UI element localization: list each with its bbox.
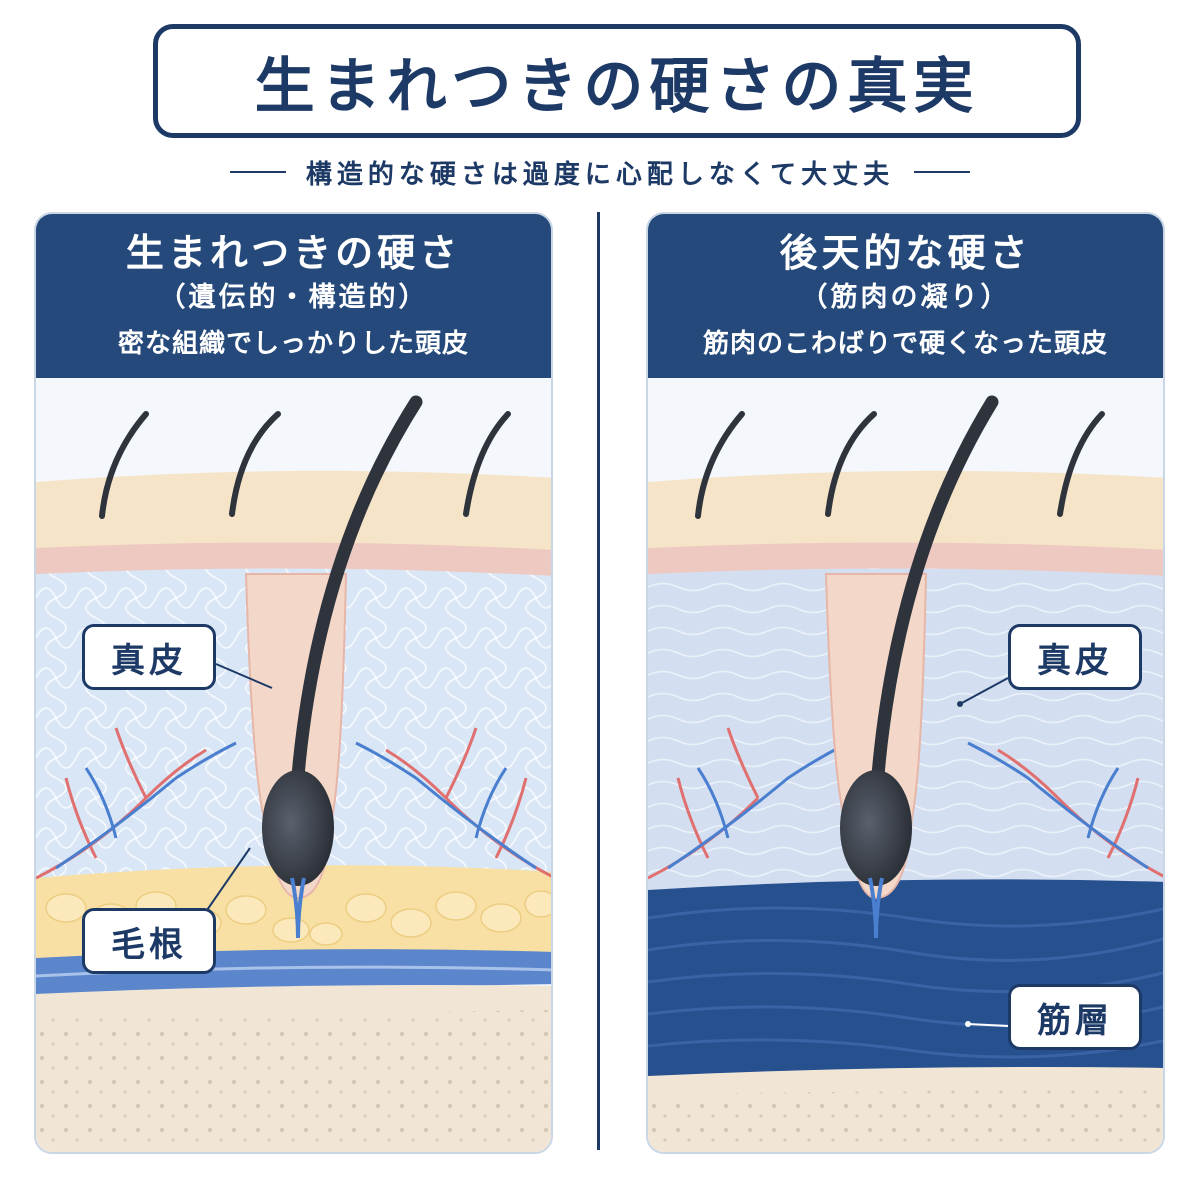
dermis-leader-line bbox=[959, 677, 1009, 705]
dermis-label: 真皮 bbox=[1008, 624, 1142, 690]
right-panel-subtitle: （筋肉の凝り） bbox=[800, 282, 1011, 313]
dermis-leader-dot bbox=[957, 701, 963, 707]
right-panel-title: 後天的な硬さ bbox=[779, 231, 1032, 275]
muscle-label-text: 筋層 bbox=[1037, 1000, 1113, 1041]
blood-vessels bbox=[648, 727, 1163, 880]
dermis-label-text: 真皮 bbox=[1037, 640, 1113, 681]
left-panel-header: 生まれつきの硬さ （遺伝的・構造的） 密な組織でしっかりした頭皮 bbox=[36, 214, 551, 378]
subtitle-row: 構造的な硬さは過度に心配しなくて大丈夫 bbox=[0, 152, 1200, 192]
dermal-papilla bbox=[290, 877, 306, 939]
left-panel-description: 密な組織でしっかりした頭皮 bbox=[117, 329, 469, 359]
subtitle-rule-right bbox=[914, 171, 971, 173]
title-box: 生まれつきの硬さの真実 bbox=[153, 24, 1081, 138]
main-hair-shaft bbox=[867, 395, 999, 845]
hair-bulb bbox=[840, 770, 912, 886]
blood-vessels bbox=[36, 727, 551, 880]
muscle-fibers bbox=[648, 906, 1163, 1059]
surface-hairs bbox=[99, 411, 511, 519]
dermis-label-text: 真皮 bbox=[111, 640, 187, 681]
muscle-leader-line bbox=[967, 1023, 1009, 1027]
subtitle-rule-left bbox=[229, 171, 286, 173]
lower-layer-texture bbox=[648, 1088, 1163, 1152]
main-hair-shaft bbox=[287, 395, 423, 845]
left-panel-title: 生まれつきの硬さ bbox=[125, 231, 462, 275]
page-title: 生まれつきの硬さの真実 bbox=[254, 51, 980, 122]
right-panel-description: 筋肉のこわばりで硬くなった頭皮 bbox=[702, 329, 1108, 359]
center-divider bbox=[597, 212, 600, 1150]
muscle-leader-dot bbox=[965, 1021, 971, 1027]
left-panel-subtitle: （遺伝的・構造的） bbox=[158, 282, 429, 313]
dermis-label: 真皮 bbox=[82, 624, 216, 690]
left-skin-illustration bbox=[36, 378, 551, 1152]
dermis-leader-line bbox=[215, 663, 273, 689]
hair-bulb bbox=[262, 770, 334, 886]
hair-root-label: 毛根 bbox=[82, 908, 216, 974]
left-panel: 生まれつきの硬さ （遺伝的・構造的） 密な組織でしっかりした頭皮 bbox=[34, 212, 553, 1154]
right-panel-header: 後天的な硬さ （筋肉の凝り） 筋肉のこわばりで硬くなった頭皮 bbox=[648, 214, 1163, 378]
surface-hairs bbox=[695, 411, 1105, 519]
muscle-label: 筋層 bbox=[1008, 984, 1142, 1050]
lower-layer-texture bbox=[36, 1010, 551, 1152]
dermal-papilla bbox=[868, 877, 884, 939]
right-panel: 後天的な硬さ （筋肉の凝り） 筋肉のこわばりで硬くなった頭皮 bbox=[646, 212, 1165, 1154]
page-subtitle: 構造的な硬さは過度に心配しなくて大丈夫 bbox=[305, 159, 895, 190]
hair-root-label-text: 毛根 bbox=[111, 924, 187, 965]
